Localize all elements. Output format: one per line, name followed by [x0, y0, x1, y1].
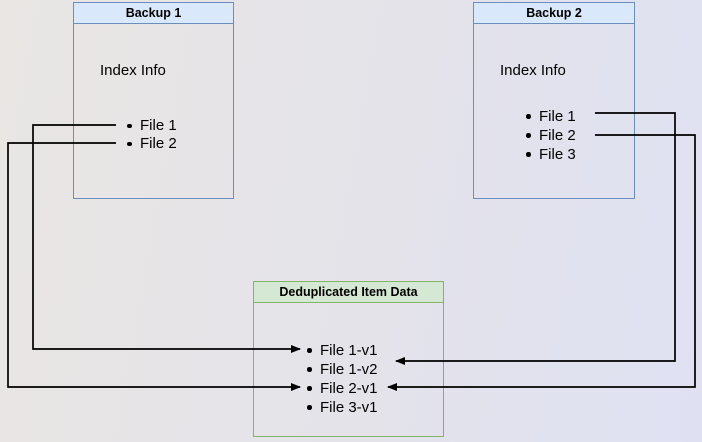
- backup2-file-1: File 1: [526, 107, 576, 126]
- backup1-file-2: File 2: [127, 135, 177, 153]
- backup1-box: Backup 1 Index Info File 1 File 2: [73, 2, 234, 199]
- backup2-index-info-label: Index Info: [500, 62, 566, 79]
- dedup-title: Deduplicated Item Data: [254, 282, 443, 303]
- dedup-file-2-v1: File 2-v1: [307, 379, 378, 398]
- backup2-file-list: File 1 File 2 File 3: [526, 107, 576, 164]
- deduplicated-item-data-box: Deduplicated Item Data File 1-v1 File 1-…: [253, 281, 444, 437]
- backup1-index-info-label: Index Info: [100, 62, 166, 79]
- backup1-title: Backup 1: [74, 3, 233, 24]
- backup2-file-3: File 3: [526, 145, 576, 164]
- dedup-file-3-v1: File 3-v1: [307, 398, 378, 417]
- backup1-file-1: File 1: [127, 117, 177, 135]
- dedup-file-list: File 1-v1 File 1-v2 File 2-v1 File 3-v1: [307, 341, 378, 417]
- backup2-box: Backup 2 Index Info File 1 File 2 File 3: [473, 2, 635, 199]
- dedup-file-1-v2: File 1-v2: [307, 360, 378, 379]
- backup2-file-2: File 2: [526, 126, 576, 145]
- backup1-file-list: File 1 File 2: [127, 117, 177, 153]
- dedup-file-1-v1: File 1-v1: [307, 341, 378, 360]
- backup2-title: Backup 2: [474, 3, 634, 24]
